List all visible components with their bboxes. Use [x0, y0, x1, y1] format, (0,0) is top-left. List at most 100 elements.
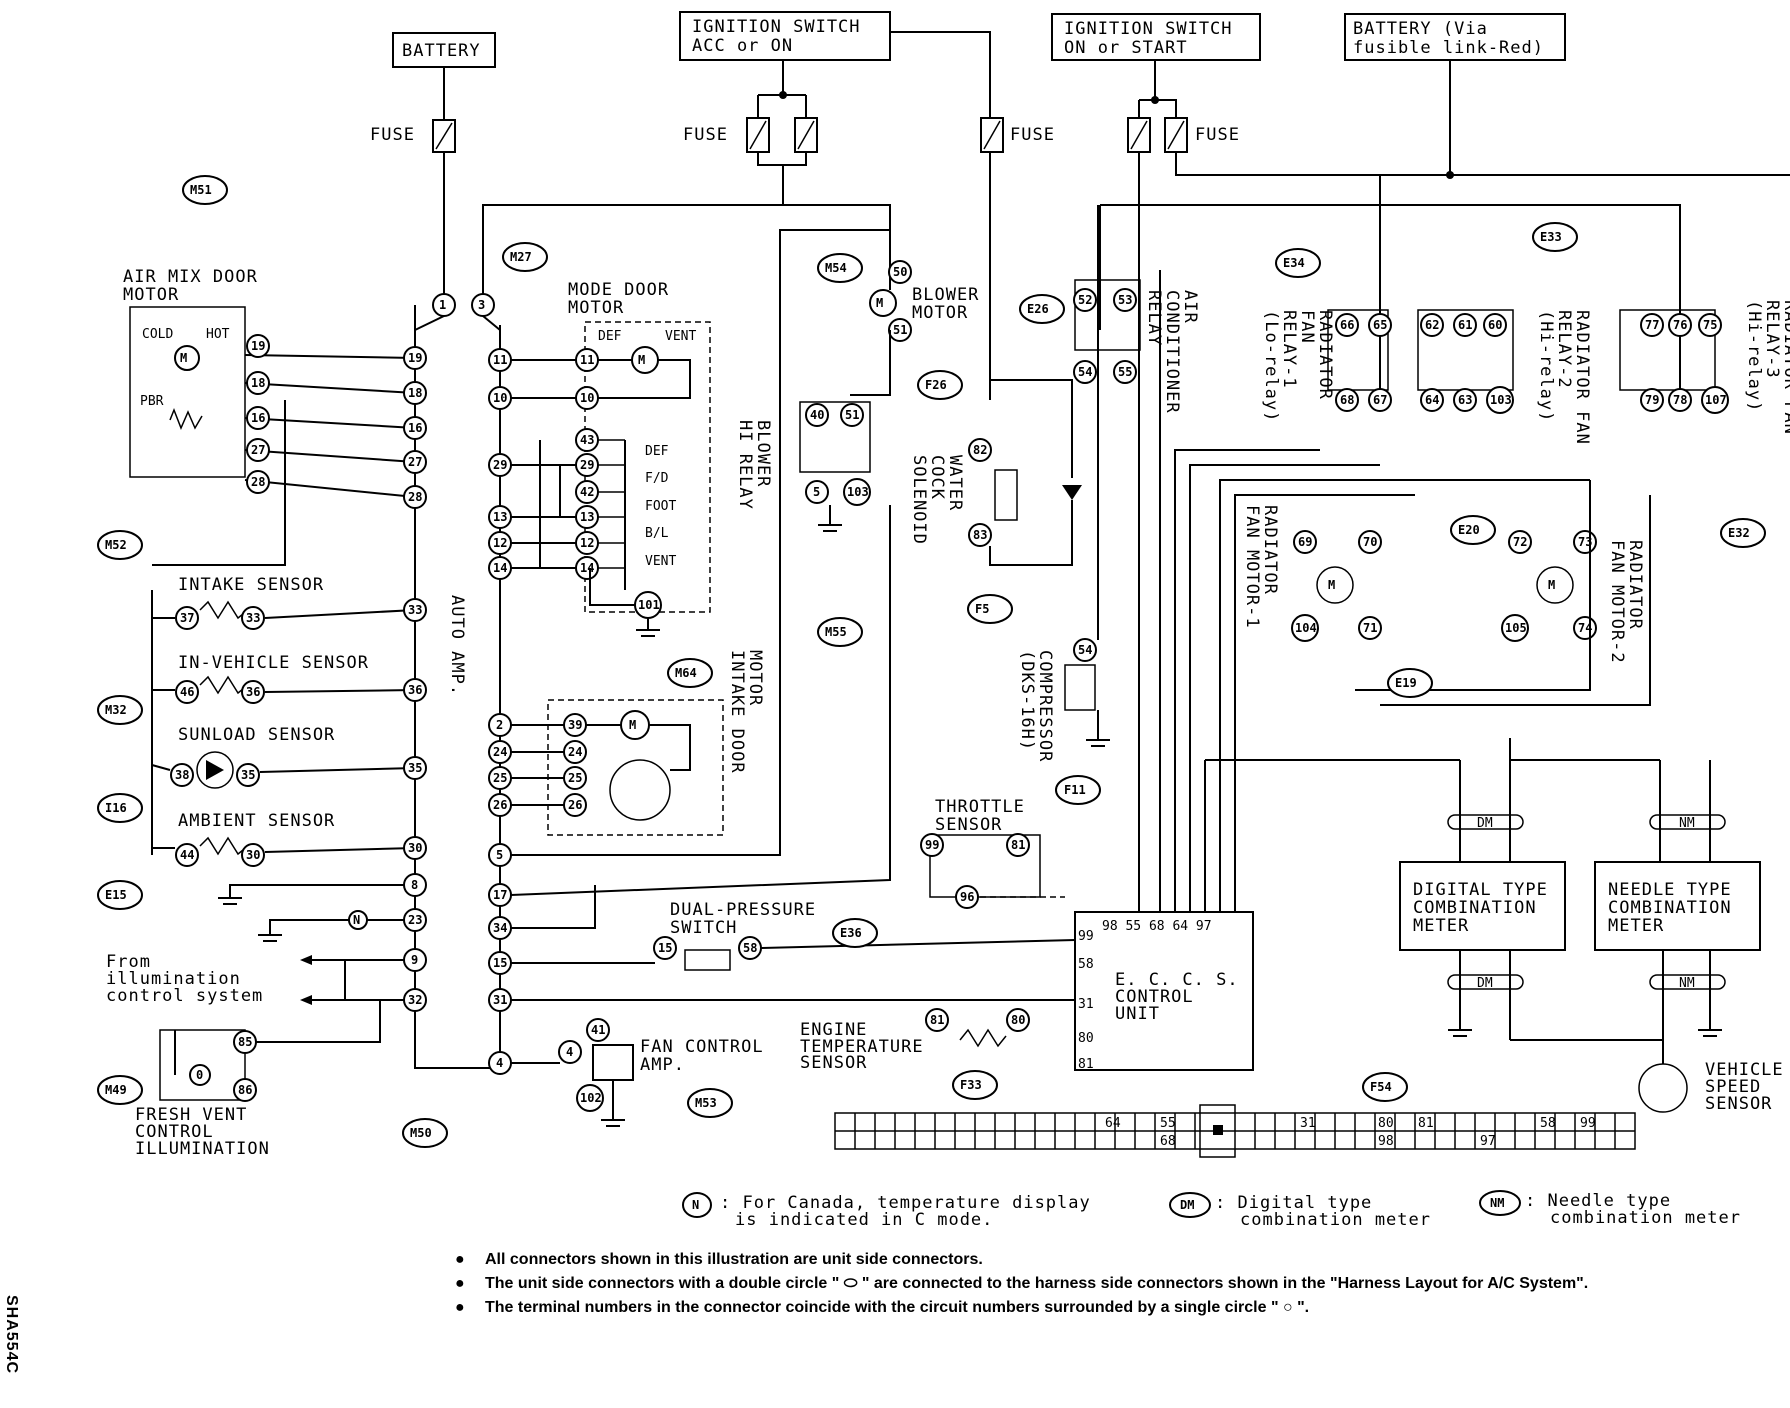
svg-text:37: 37: [180, 611, 194, 625]
svg-text:combination meter: combination meter: [1240, 1210, 1431, 1230]
svg-text:MOTOR: MOTOR: [912, 303, 968, 323]
svg-text:68: 68: [1340, 393, 1354, 407]
in-vehicle-sensor: IN-VEHICLE SENSOR 46 36 36: [152, 653, 427, 704]
svg-text:82: 82: [973, 443, 987, 457]
svg-text:MODE DOOR: MODE DOOR: [568, 280, 669, 300]
svg-text:AMBIENT SENSOR: AMBIENT SENSOR: [178, 811, 335, 831]
svg-text:15: 15: [493, 956, 507, 970]
svg-text:COCK: COCK: [927, 455, 947, 500]
svg-text:31: 31: [1078, 997, 1094, 1012]
svg-text:52: 52: [1078, 293, 1092, 307]
svg-text:67: 67: [1373, 393, 1387, 407]
svg-text:DEF: DEF: [645, 444, 669, 459]
svg-text:: Digital type: : Digital type: [1215, 1193, 1372, 1213]
svg-text:60: 60: [1488, 318, 1502, 332]
svg-text:F5: F5: [975, 602, 989, 616]
svg-text:INTAKE SENSOR: INTAKE SENSOR: [178, 575, 324, 595]
svg-text:(Hi-relay): (Hi-relay): [1744, 300, 1764, 412]
sensor-bus: [151, 400, 286, 855]
svg-text:80: 80: [1378, 1116, 1394, 1131]
svg-text:M51: M51: [190, 183, 212, 197]
svg-text:97: 97: [1480, 1134, 1496, 1149]
mode-door-motor: MODE DOOR MOTOR DEF VENT M 11 10 11 10 D…: [488, 280, 711, 637]
svg-text:19: 19: [408, 351, 422, 365]
svg-text:FAN MOTOR-2: FAN MOTOR-2: [1607, 540, 1627, 664]
svg-text:75: 75: [1703, 318, 1717, 332]
svg-text:NM: NM: [1679, 816, 1695, 831]
svg-text:DM: DM: [1477, 976, 1493, 991]
svg-text:70: 70: [1363, 535, 1377, 549]
svg-text:M: M: [629, 718, 636, 732]
svg-text:55: 55: [1160, 1116, 1176, 1131]
svg-text:FUSE: FUSE: [1195, 125, 1240, 145]
svg-text:46: 46: [180, 685, 194, 699]
svg-text:ENGINE: ENGINE: [800, 1020, 867, 1040]
power-wires: [443, 31, 1790, 940]
svg-text:99: 99: [925, 838, 939, 852]
svg-text:DM: DM: [1180, 1198, 1194, 1212]
svg-text:35: 35: [241, 768, 255, 782]
svg-text:96: 96: [960, 890, 974, 904]
svg-text:SWITCH: SWITCH: [670, 918, 737, 938]
svg-text:4: 4: [496, 1056, 503, 1070]
svg-text:0: 0: [196, 1068, 203, 1082]
battery-fusible-box: BATTERY (Via fusible link-Red): [1344, 13, 1566, 61]
svg-text:F26: F26: [925, 378, 947, 392]
fan-control-amp: 4 41 102 FAN CONTROL AMP.: [558, 1018, 764, 1127]
svg-text:58: 58: [1540, 1116, 1556, 1131]
svg-text:11: 11: [493, 353, 507, 367]
svg-text:: Needle type: : Needle type: [1525, 1191, 1671, 1211]
svg-text:44: 44: [180, 848, 194, 862]
svg-text:19: 19: [251, 339, 265, 353]
svg-text:DIGITAL TYPE: DIGITAL TYPE: [1413, 880, 1548, 900]
svg-text:I16: I16: [105, 801, 127, 815]
svg-text:NEEDLE TYPE: NEEDLE TYPE: [1608, 880, 1732, 900]
svg-text:50: 50: [893, 265, 907, 279]
svg-text:FUSE: FUSE: [370, 125, 415, 145]
fuse-2: FUSE: [683, 117, 818, 153]
svg-text:54: 54: [1078, 643, 1092, 657]
svg-text:VENT: VENT: [645, 554, 676, 569]
svg-text:40: 40: [810, 408, 824, 422]
svg-text:VENT: VENT: [665, 329, 696, 344]
svg-text:FUSE: FUSE: [683, 125, 728, 145]
svg-text:control system: control system: [106, 986, 263, 1006]
svg-text:BLOWER: BLOWER: [753, 420, 773, 487]
svg-text:BLOWER: BLOWER: [912, 285, 979, 305]
svg-text:INTAKE DOOR: INTAKE DOOR: [727, 650, 747, 774]
note-1: ●All connectors shown in this illustrati…: [455, 1251, 983, 1268]
radiator-fan-relay-3: 77 76 75 79 78 107 RADIATOR FAN RELAY-3 …: [1619, 300, 1790, 435]
svg-text:MOTOR: MOTOR: [123, 285, 179, 305]
svg-text:28: 28: [408, 490, 422, 504]
svg-text:HI RELAY: HI RELAY: [735, 420, 755, 510]
radiator-fan-motor-2: M 72 73 105 74 RADIATOR FAN MOTOR-2: [1501, 530, 1645, 664]
svg-text:FAN CONTROL: FAN CONTROL: [640, 1037, 764, 1057]
svg-text:DUAL-PRESSURE: DUAL-PRESSURE: [670, 900, 816, 920]
svg-text:12: 12: [493, 536, 507, 550]
svg-text:18: 18: [408, 386, 422, 400]
svg-text:METER: METER: [1608, 916, 1664, 936]
svg-text:N: N: [692, 1198, 699, 1212]
svg-text:18: 18: [251, 376, 265, 390]
notes: ●All connectors shown in this illustrati…: [455, 1248, 1605, 1320]
svg-text:98: 98: [1378, 1134, 1394, 1149]
svg-text:M49: M49: [105, 1083, 127, 1097]
note-3: ●The terminal numbers in the connector c…: [455, 1299, 1310, 1316]
svg-text:illumination: illumination: [106, 969, 241, 989]
svg-text:FRESH VENT: FRESH VENT: [135, 1105, 247, 1125]
svg-text:RELAY-1: RELAY-1: [1279, 310, 1299, 389]
svg-text:WATER: WATER: [945, 455, 965, 511]
svg-text:B/L: B/L: [645, 526, 669, 541]
svg-text:5: 5: [813, 485, 820, 499]
note-2: ●The unit side connectors with a double …: [455, 1275, 1589, 1292]
ignition-on-box: IGNITION SWITCH ON or START: [1051, 13, 1261, 61]
svg-text:NM: NM: [1679, 976, 1695, 991]
figure-code: SHA554C: [3, 1295, 20, 1375]
svg-text:43: 43: [580, 433, 594, 447]
svg-text:101: 101: [638, 598, 660, 612]
dual-pressure-switch: DUAL-PRESSURE SWITCH 15 58: [653, 900, 1076, 971]
connector-badges: M51 M27 M54 E26 E34 E33 M52 M32 I16 E15 …: [97, 175, 1766, 1148]
svg-text:55: 55: [1118, 365, 1132, 379]
svg-text:104: 104: [1295, 621, 1317, 635]
ambient-sensor: AMBIENT SENSOR 44 30 30: [152, 811, 427, 867]
